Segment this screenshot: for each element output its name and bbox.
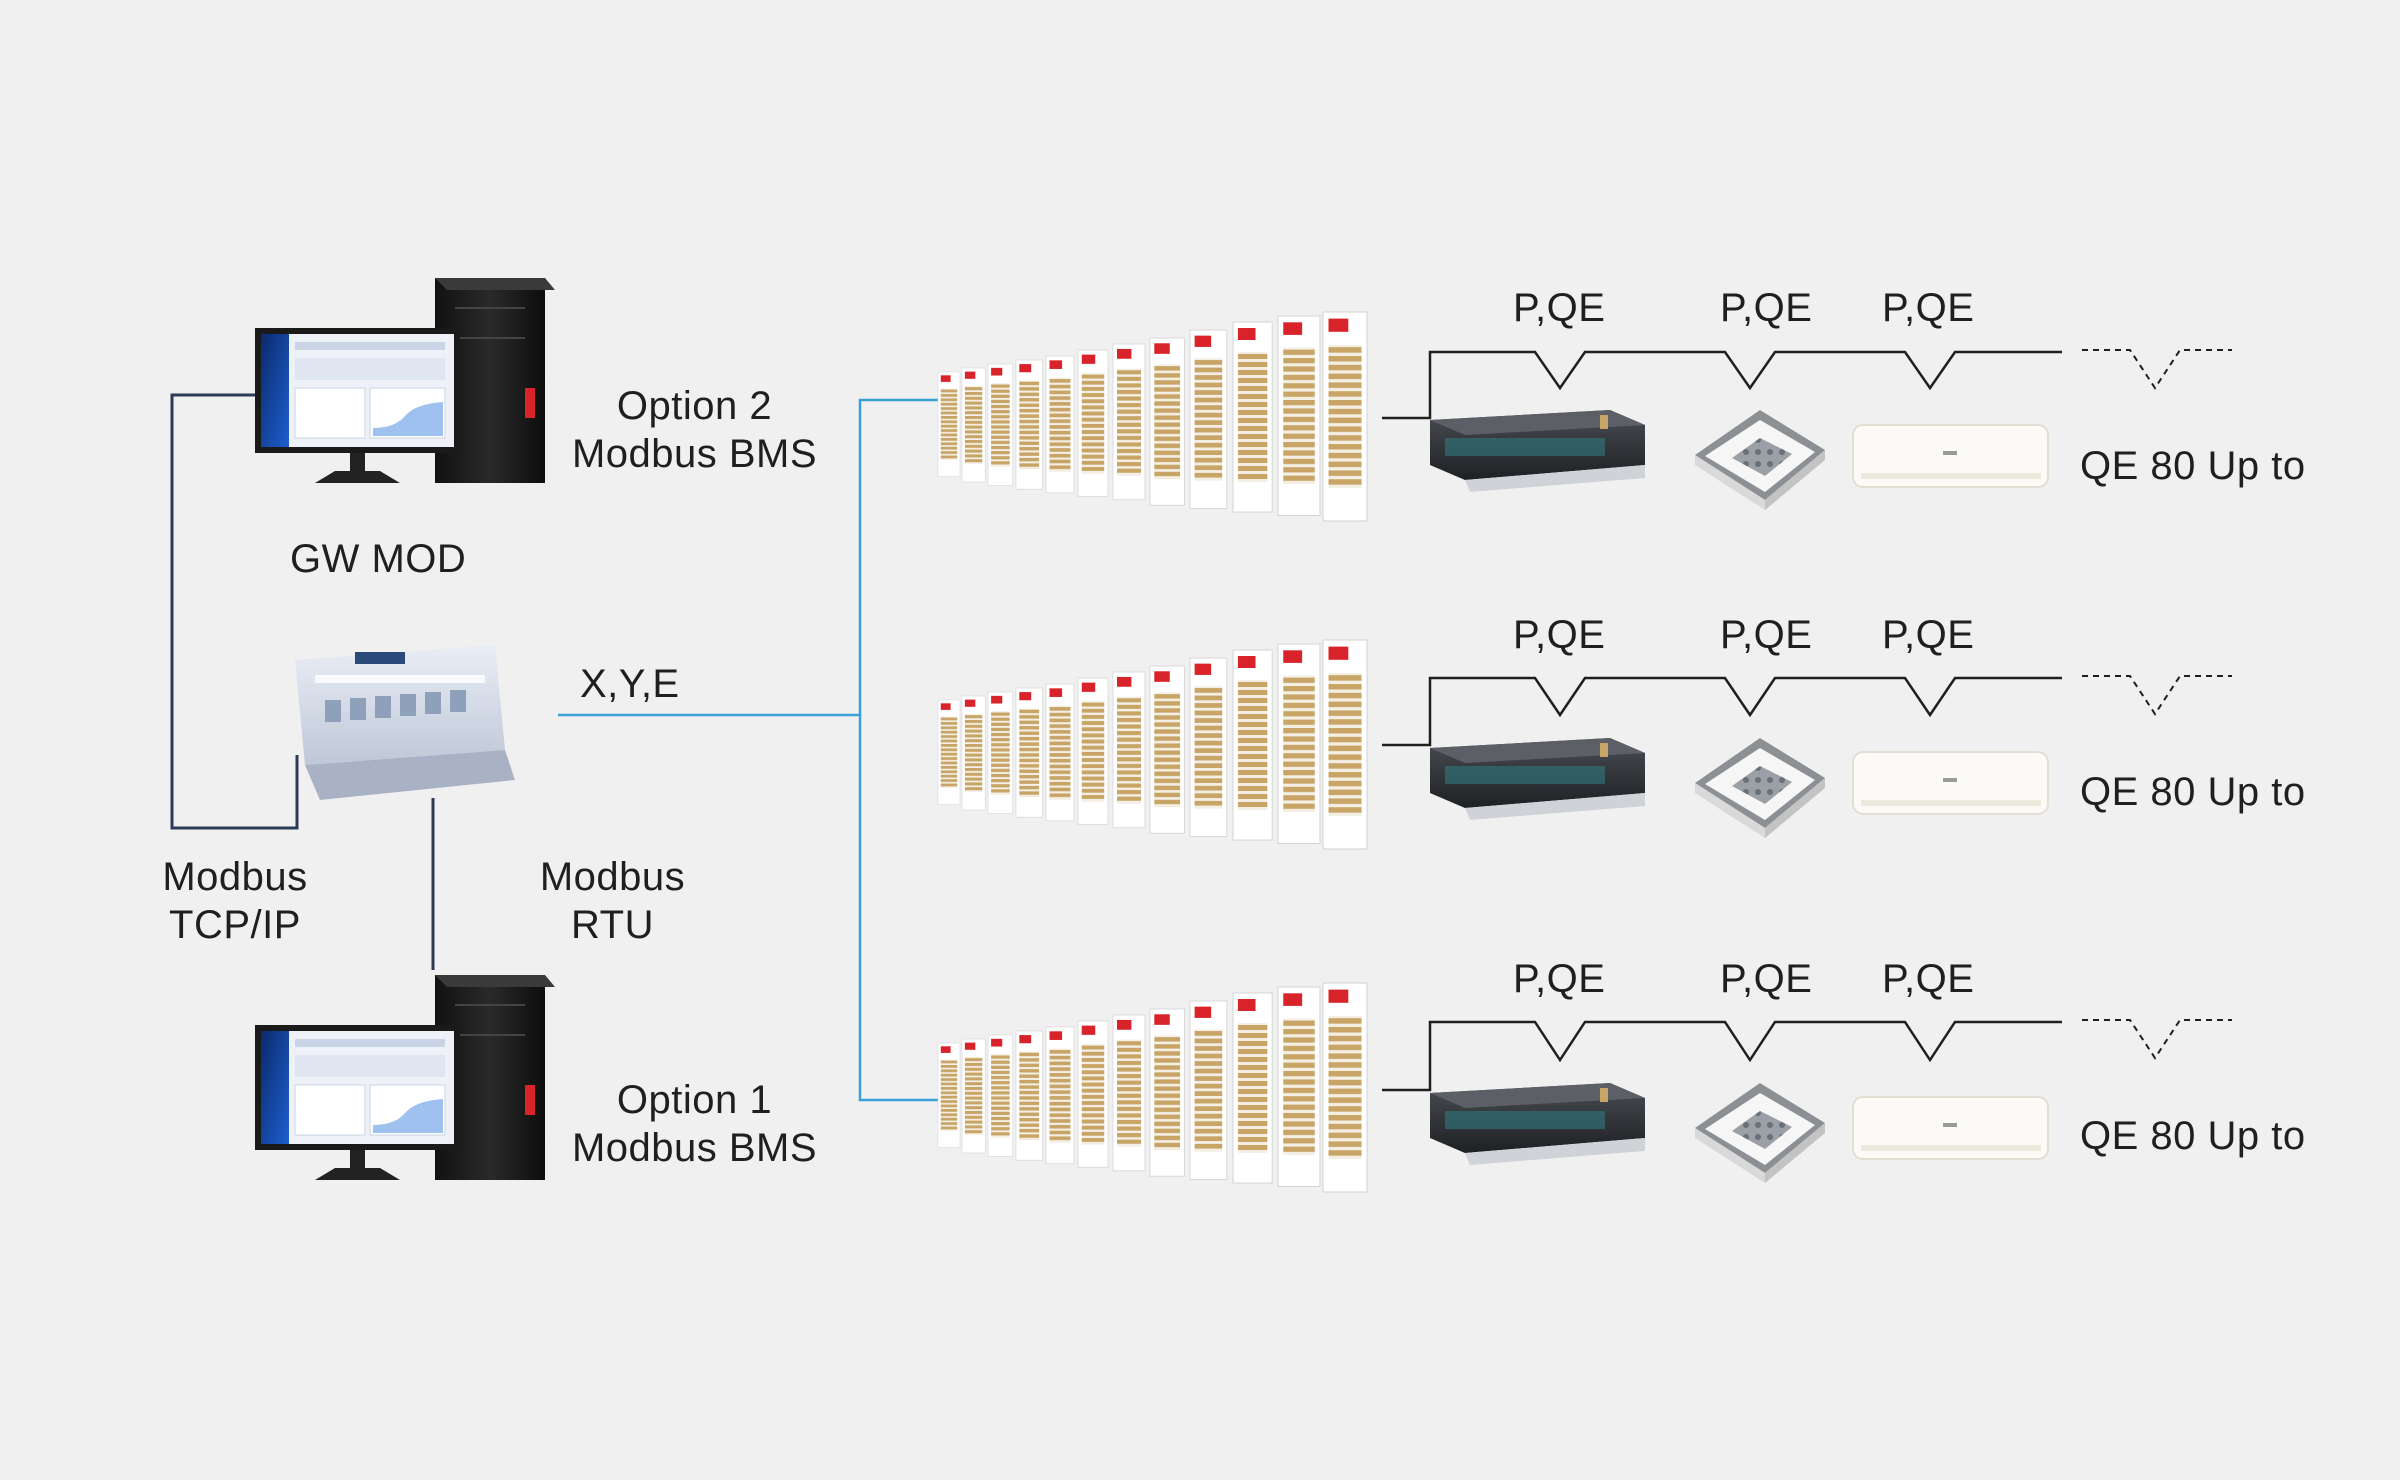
modbus-tcp-line1: Modbus (162, 855, 308, 899)
outdoor-unit-row-icon (938, 640, 1367, 849)
option1-label: Option 1 Modbus BMS (562, 1076, 827, 1172)
ducted-unit-icon (1430, 1083, 1645, 1165)
outdoor-unit-row-icon (938, 312, 1367, 521)
idu-label: P,QE (1513, 957, 1606, 1001)
option2-title: Option 2 (616, 384, 773, 428)
gateway-label: GW MOD (290, 537, 467, 581)
option1-subtitle: Modbus BMS (571, 1126, 818, 1170)
cassette-unit-icon (1695, 1083, 1825, 1183)
bms-option2-computer (254, 277, 556, 484)
idu-label: P,QE (1882, 613, 1975, 657)
wall-split-icon (1852, 424, 2049, 488)
wall-split-icon (1852, 1096, 2049, 1160)
idu-label: P,QE (1882, 286, 1975, 330)
ducted-unit-icon (1430, 738, 1645, 820)
modbus-tcp-label: Modbus TCP/IP (150, 853, 320, 949)
ducted-unit-icon (1430, 410, 1645, 492)
idu-label: P,QE (1720, 286, 1813, 330)
xye-riser-wire (858, 398, 938, 1102)
idu-label: P,QE (1720, 957, 1813, 1001)
modbus-tcp-line2: TCP/IP (169, 903, 301, 947)
xye-label: X,Y,E (580, 662, 680, 706)
modbus-rtu-line2: RTU (571, 903, 654, 947)
idu-label: P,QE (1513, 613, 1606, 657)
idu-label: P,QE (1882, 957, 1975, 1001)
idu-label: P,QE (1720, 613, 1813, 657)
gateway-device (295, 645, 515, 800)
cassette-unit-icon (1695, 410, 1825, 510)
wall-split-icon (1852, 751, 2049, 815)
option2-subtitle: Modbus BMS (571, 432, 818, 476)
bms-option1-computer (254, 974, 556, 1181)
modbus-rtu-line1: Modbus (539, 855, 686, 899)
idu-limit-label: QE 80 Up to (2080, 1114, 2306, 1158)
outdoor-unit-row-icon (938, 983, 1367, 1192)
idu-label: P,QE (1513, 286, 1606, 330)
indoor-bus-wire (1382, 350, 2062, 1092)
modbus-rtu-label: Modbus RTU (525, 853, 700, 949)
continuation-dashed-wire (2082, 349, 2232, 1060)
modbus-tcp-wire (170, 393, 299, 830)
option2-label: Option 2 Modbus BMS (562, 382, 827, 478)
idu-limit-label: QE 80 Up to (2080, 770, 2306, 814)
cassette-unit-icon (1695, 738, 1825, 838)
option1-title: Option 1 (616, 1078, 773, 1122)
idu-limit-label: QE 80 Up to (2080, 444, 2306, 488)
